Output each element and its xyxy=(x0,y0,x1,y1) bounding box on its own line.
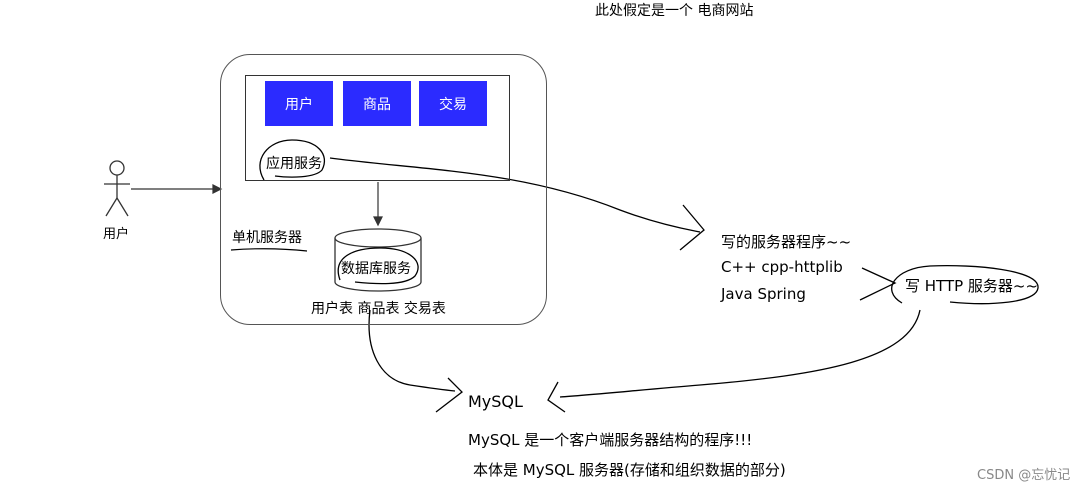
http-to-mysql-curve xyxy=(559,309,921,398)
page-title: 此处假定是一个 电商网站 xyxy=(595,3,754,19)
module-user: 用户 xyxy=(265,81,333,126)
note-http: 写 HTTP 服务器~~ xyxy=(905,277,1039,295)
note-write-server: 写的服务器程序~~ xyxy=(721,233,852,251)
db-service-circle xyxy=(337,247,419,285)
app-to-db-arrow xyxy=(373,182,383,227)
module-trade: 交易 xyxy=(419,81,487,126)
db-to-mysql-curve xyxy=(368,309,456,392)
module-product: 商品 xyxy=(343,81,411,126)
note-java: Java Spring xyxy=(721,285,806,303)
tables-label: 用户表 商品表 交易表 xyxy=(311,301,446,317)
user-to-server-arrow xyxy=(131,184,223,194)
mysql-label: MySQL xyxy=(468,392,523,411)
mysql-arrowhead-left xyxy=(435,377,463,413)
mysql-desc-1: MySQL 是一个客户端服务器结构的程序!!! xyxy=(468,431,753,449)
note-arrowhead-1 xyxy=(679,204,705,251)
watermark: CSDN @忘忧记 xyxy=(977,468,1071,483)
app-to-note-curve xyxy=(329,157,701,233)
single-server-box xyxy=(220,54,547,325)
app-service-label: 应用服务 xyxy=(266,156,322,172)
note-arrowhead-2 xyxy=(859,267,897,301)
note-cpp: C++ cpp-httplib xyxy=(721,258,843,276)
single-server-label: 单机服务器 xyxy=(232,230,302,246)
mysql-arrowhead-right xyxy=(547,381,566,413)
http-circle xyxy=(891,265,1039,305)
app-service-circle xyxy=(259,139,325,181)
single-server-underline xyxy=(230,248,308,252)
user-stick-figure-icon xyxy=(104,160,130,217)
db-service-label: 数据库服务 xyxy=(341,261,411,277)
user-label: 用户 xyxy=(103,227,130,242)
app-service-box xyxy=(245,75,510,181)
mysql-desc-2: 本体是 MySQL 服务器(存储和组织数据的部分) xyxy=(473,461,786,479)
